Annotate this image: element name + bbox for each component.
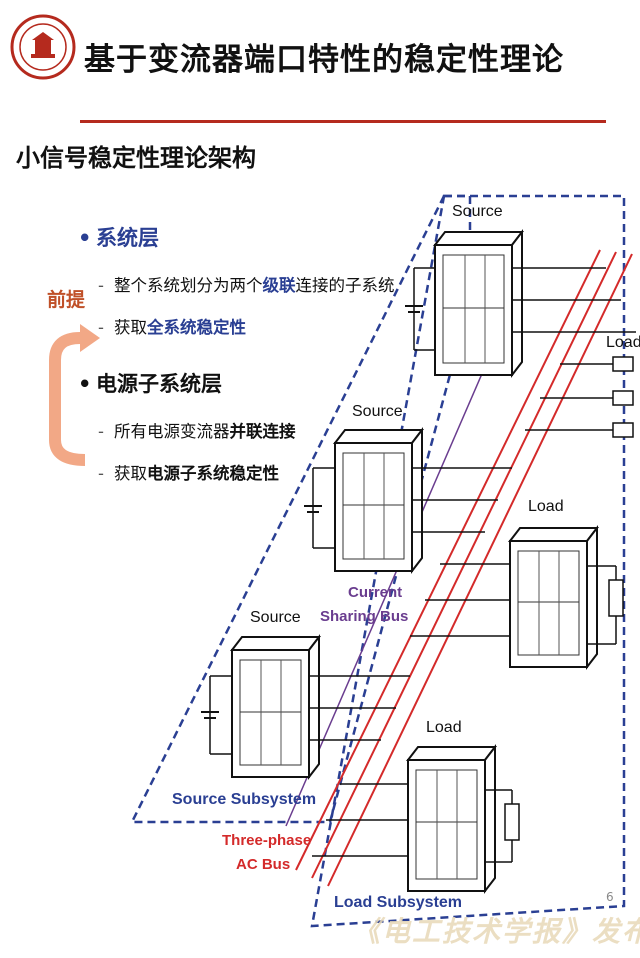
ac-bus-line-1 (295, 249, 601, 871)
level1-title: •系统层 (78, 226, 159, 250)
source-converter-1 (432, 229, 525, 378)
load-converter-2 (405, 744, 498, 894)
ac-bus-label-2: AC Bus (236, 856, 291, 873)
publisher-watermark: 《电工技术学报》发布 (352, 915, 640, 948)
level2-title: •电源子系统层 (78, 372, 222, 396)
level1-item-1: -整个系统划分为两个级联连接的子系统 (98, 276, 395, 295)
source-label-1: Source (452, 203, 503, 220)
level1-item-2: -获取全系统稳定性 (98, 318, 246, 337)
premise-label: 前提 (47, 289, 86, 311)
load-label-1: Load (606, 334, 640, 351)
load-subsystem-label: Load Subsystem (334, 894, 463, 911)
source-converter-2 (332, 427, 425, 574)
page-number: 6 (606, 890, 614, 904)
source-subsystem-label: Source Subsystem (172, 791, 317, 808)
load-label-2: Load (528, 498, 564, 515)
section-title: 小信号稳定性理论架构 (16, 144, 256, 172)
title-divider (80, 120, 606, 123)
load-resistor-5 (504, 803, 520, 841)
current-sharing-label-1: Current (348, 584, 403, 601)
ac-bus-label-1: Three-phase (222, 832, 312, 849)
load-resistor-4 (608, 579, 624, 617)
load-converter-1 (507, 525, 600, 670)
ac-bus-line-2 (311, 251, 617, 879)
source-label-2: Source (352, 403, 403, 420)
load-resistor-2 (612, 390, 634, 406)
current-sharing-label-2: Sharing Bus (320, 608, 409, 625)
level2-item-2: -获取电源子系统稳定性 (98, 464, 279, 483)
source-converter-3 (229, 634, 322, 780)
level2-item-1: -所有电源变流器并联连接 (98, 422, 296, 441)
page-title: 基于变流器端口特性的稳定性理论 (84, 42, 564, 78)
load-label-3: Load (426, 719, 462, 736)
source-label-3: Source (250, 609, 301, 626)
university-logo (10, 14, 76, 80)
premise-arrowhead (80, 324, 100, 352)
load-resistor-3 (612, 422, 634, 438)
load-resistor-1 (612, 356, 634, 372)
ac-bus-line-3 (327, 253, 633, 887)
premise-arrow (49, 332, 86, 466)
load-subsystem-boundary (310, 194, 626, 928)
